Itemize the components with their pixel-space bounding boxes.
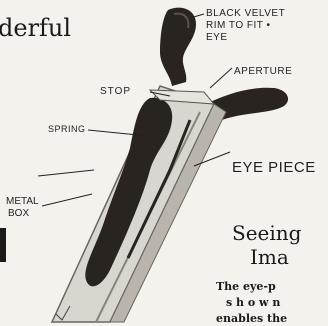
- metal-box-leader-upper: [38, 170, 94, 176]
- black-velvet-rim: [160, 8, 196, 86]
- metal-box-leader: [42, 194, 92, 206]
- stop-label: STOP: [100, 86, 131, 97]
- body-text: The eye-p s h o w n enables the: [216, 280, 287, 325]
- cropped-left-glyph: [0, 228, 6, 262]
- header-fragment: derful: [0, 14, 71, 42]
- metal-box-label: METAL BOX: [6, 196, 41, 219]
- aperture-leader: [210, 68, 232, 88]
- section-heading: Seeing Ima: [232, 221, 308, 269]
- black-velvet-label: BLACK VELVET RIM TO FIT • EYE: [206, 8, 288, 43]
- aperture-label: APERTURE: [234, 66, 292, 77]
- spring-label: SPRING: [48, 124, 86, 134]
- eye-piece-label: EYE PIECE: [232, 159, 316, 176]
